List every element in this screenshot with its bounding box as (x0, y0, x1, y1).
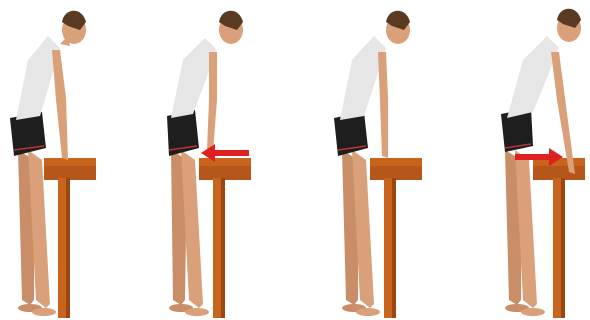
table (370, 158, 422, 318)
figure-panel-3 (294, 0, 441, 320)
figure-panel-2 (147, 0, 294, 320)
table (533, 158, 585, 318)
figure-leaning-on-table-1 (0, 0, 147, 320)
figure-leaning-on-table-4 (441, 0, 588, 320)
figure-leaning-on-table-2 (147, 0, 294, 320)
figure-panel-1 (0, 0, 147, 320)
figure-panel-4 (441, 0, 588, 320)
figure-leaning-on-table-3 (294, 0, 441, 320)
table (199, 158, 251, 318)
table (44, 158, 96, 318)
